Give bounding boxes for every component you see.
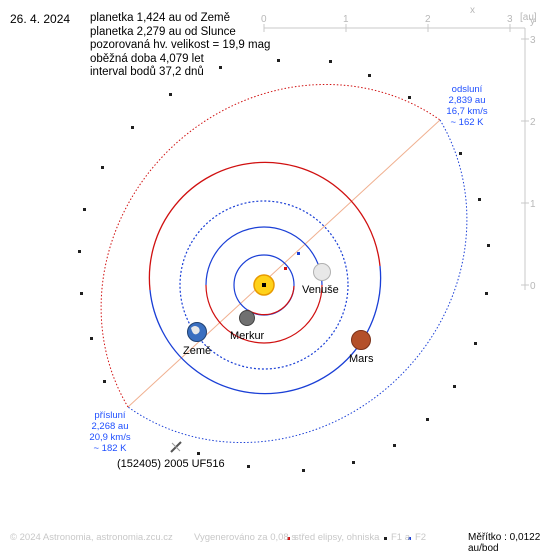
mercury-orbit-red	[247, 285, 295, 316]
mercury-label: Merkur	[230, 330, 265, 342]
aphelion-title: odsluní	[451, 84, 483, 95]
axes	[263, 24, 529, 290]
asteroid-orbit-blue	[127, 119, 468, 443]
y-tick-3: 3	[530, 35, 536, 46]
aphelion-speed: 16,7 km/s	[446, 106, 488, 117]
info-line: interval bodů 37,2 dnů	[90, 66, 204, 78]
earth-label: Země	[183, 345, 211, 357]
asteroid-orbit-red	[100, 84, 441, 408]
x-tick-0: 0	[261, 14, 267, 25]
mars-orbit-red	[148, 161, 381, 291]
perihelion-title: přísluní	[94, 410, 126, 421]
legend-f2: F2	[415, 532, 427, 543]
y-tick-2: 2	[530, 117, 536, 128]
perihelion-speed: 20,9 km/s	[89, 432, 131, 443]
venus-orbit-red	[205, 284, 323, 344]
info-line: planetka 2,279 au od Slunce	[90, 25, 236, 38]
aphelion-distance: 2,839 au	[448, 95, 486, 106]
x-tick-3: 3	[507, 14, 513, 25]
aphelion-label: odsluní 2,839 au 16,7 km/s ~ 162 K	[442, 84, 492, 128]
generation-time: Vygenerováno za 0,08 s	[194, 532, 297, 543]
x-tick-1: 1	[343, 14, 349, 25]
scale-note: Měřítko : 0,0122 au/bod	[468, 532, 541, 554]
mars-orbit-blue	[149, 265, 382, 395]
perihelion-label: přísluní 2,268 au 20,9 km/s ~ 182 K	[85, 410, 135, 454]
legend-f2-marker	[408, 537, 411, 540]
footer: © 2024 Astronomia, astronomia.zcu.cz Vyg…	[0, 528, 550, 548]
venus-orbit-blue	[205, 226, 323, 286]
focus-marker-red	[284, 267, 287, 270]
aphelion-temp: ~ 162 K	[450, 117, 484, 128]
x-axis-ticks	[263, 24, 511, 32]
y-axis-label: y	[530, 16, 535, 27]
legend-f1: F1 a	[391, 532, 411, 543]
earth-land	[191, 326, 200, 335]
asteroid-orbit-points	[78, 59, 490, 472]
x-tick-2: 2	[425, 14, 431, 25]
y-axis-ticks	[521, 38, 529, 286]
info-line: oběžná doba 4,079 let	[90, 52, 204, 65]
y-tick-0: 0	[530, 281, 536, 292]
info-panel: planetka 1,424 au od Země planetka 2,279…	[90, 12, 270, 80]
unit-label: [au]	[520, 12, 537, 23]
y-tick-1: 1	[530, 199, 536, 210]
mars	[351, 330, 371, 350]
perihelion-distance: 2,268 au	[91, 421, 129, 432]
info-line: pozorovaná hv. velikost = 19,9 mag	[90, 39, 271, 51]
perihelion-temp: ~ 182 K	[93, 443, 127, 454]
mercury	[239, 310, 255, 326]
legend-center-marker	[287, 537, 290, 540]
focus-marker-blue	[297, 252, 300, 255]
info-line: planetka 1,424 au od Země	[90, 12, 231, 24]
venus	[313, 263, 331, 281]
venus-label: Venuše	[302, 284, 339, 296]
asteroid-name: (152405) 2005 UF516	[117, 458, 225, 470]
line-of-apsides	[127, 119, 441, 408]
copyright: © 2024 Astronomia, astronomia.zcu.cz	[10, 532, 173, 543]
asteroid-icon	[170, 441, 182, 453]
earth-orbit	[179, 200, 349, 370]
legend-f1-marker	[384, 537, 387, 540]
legend-center: střed elipsy, ohniska	[294, 532, 380, 543]
mars-label: Mars	[349, 353, 374, 365]
x-axis-label: x	[470, 5, 475, 16]
sun-center-marker	[262, 283, 266, 287]
date: 26. 4. 2024	[10, 12, 71, 26]
